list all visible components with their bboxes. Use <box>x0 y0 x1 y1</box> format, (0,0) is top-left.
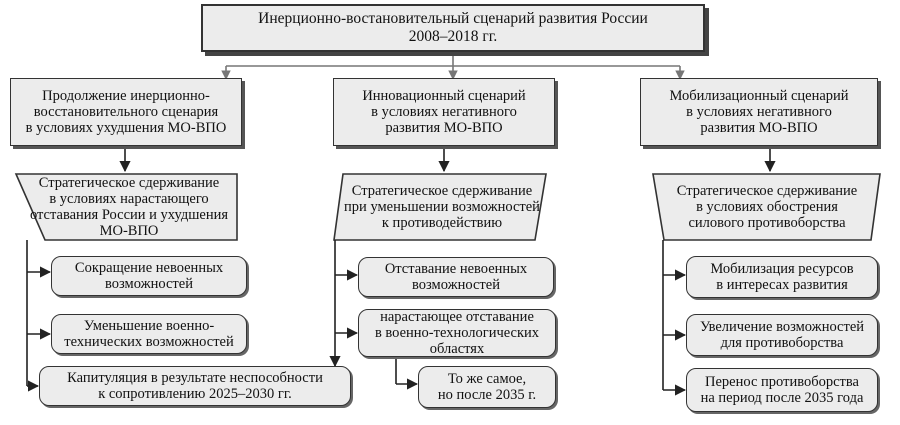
outcome-line: возможностей <box>412 277 500 293</box>
outcome-line: Капитуляция в результате неспособности <box>67 370 323 386</box>
scenario-3-line: развития МО-ВПО <box>700 120 818 136</box>
strategy-2-line: к противодействию <box>381 215 503 231</box>
strategy-2-line: Стратегическое сдерживание <box>351 183 533 199</box>
scenario-2-line: развития МО-ВПО <box>385 120 503 136</box>
outcome-line: Уменьшение военно- <box>83 318 215 334</box>
outcome-line: То же самое, <box>447 371 527 387</box>
outcome-nonmilitary-reduction: Сокращение невоенных возможностей <box>51 256 247 296</box>
strategy-2-line: при уменьшении возможностей <box>344 199 540 215</box>
strategy-shape-3 <box>652 173 881 241</box>
column2-branches <box>329 240 419 390</box>
scenario-1-line: в условиях ухудшения МО-ВПО <box>25 120 227 136</box>
outcome-line: в военно-технологических <box>374 325 540 341</box>
strategy-1-line: МО-ВПО <box>99 223 159 239</box>
column1-branches <box>26 240 52 392</box>
scenario-3-line: Мобилизационный сценарий <box>669 88 849 104</box>
scenario-box-innovation: Инновационный сценарий в условиях негати… <box>333 78 555 146</box>
top-connectors <box>221 52 685 80</box>
strategy-1-line: в условиях нарастающего <box>49 191 209 207</box>
strategy-3-line: в условиях обострения <box>696 199 838 215</box>
strategy-shape-2 <box>333 173 547 241</box>
strategy-deterrence-3: Стратегическое сдерживание в условиях об… <box>658 175 876 239</box>
outcome-line: нарастающее отставание <box>380 309 534 325</box>
strategy-3-line: Стратегическое сдерживание <box>676 183 858 199</box>
outcome-nonmilitary-lag: Отставание невоенных возможностей <box>358 257 554 297</box>
scenario-box-continuation: Продолжение инерционно- восстановительно… <box>10 78 242 146</box>
outcome-line: областях <box>429 341 485 357</box>
outcome-line: но после 2035 г. <box>437 387 537 403</box>
outcome-line: Сокращение невоенных <box>74 260 224 276</box>
outcome-same-after-2035: То же самое, но после 2035 г. <box>418 366 556 408</box>
strategy-1-line: отставания России и ухудшения <box>29 207 229 223</box>
outcome-line: для противоборства <box>720 335 844 351</box>
outcome-confrontation-postponed: Перенос противоборства на период после 2… <box>686 368 878 412</box>
main-scenario-box: Инерционно-востановительный сценарий раз… <box>201 4 705 52</box>
outcome-resource-mobilization: Мобилизация ресурсов в интересах развити… <box>686 256 878 298</box>
strategy-3-line: силового противоборства <box>688 215 846 231</box>
outcome-confrontation-capacity: Увеличение возможностей для противоборст… <box>686 314 878 356</box>
strategy-shape-1 <box>14 173 238 241</box>
scenario-3-line: в условиях негативного <box>686 104 832 120</box>
scenario-2-line: Инновационный сценарий <box>362 88 526 104</box>
outcome-military-tech-lag: нарастающее отставание в военно-технолог… <box>358 309 556 357</box>
outcome-line: Отставание невоенных <box>384 261 528 277</box>
outcome-line: Мобилизация ресурсов <box>710 261 854 277</box>
outcome-line: возможностей <box>105 276 193 292</box>
outcome-capitulation: Капитуляция в результате неспособности к… <box>39 366 351 406</box>
outcome-line: в интересах развития <box>716 277 848 293</box>
main-scenario-period: 2008–2018 гг. <box>408 28 498 45</box>
main-scenario-title: Инерционно-востановительный сценарий раз… <box>258 10 648 27</box>
scenario-2-line: в условиях негативного <box>371 104 517 120</box>
strategy-deterrence-1: Стратегическое сдерживание в условиях на… <box>22 175 236 239</box>
column3-branches <box>662 240 687 396</box>
scenario-box-mobilization: Мобилизационный сценарий в условиях нега… <box>640 78 878 146</box>
outcome-line: Увеличение возможностей <box>699 319 865 335</box>
scenario-strategy-arrows <box>119 148 776 173</box>
outcome-line: технических возможностей <box>64 334 234 350</box>
strategy-deterrence-2: Стратегическое сдерживание при уменьшени… <box>340 175 544 239</box>
scenario-1-line: Продолжение инерционно- <box>42 88 210 104</box>
outcome-line: к сопротивлению 2025–2030 гг. <box>98 386 292 402</box>
scenario-1-line: восстановительного сценария <box>33 104 219 120</box>
strategy-1-line: Стратегическое сдерживание <box>38 175 220 191</box>
outcome-military-tech-decrease: Уменьшение военно- технических возможнос… <box>51 314 247 354</box>
outcome-line: Перенос противоборства <box>705 374 859 390</box>
outcome-line: на период после 2035 года <box>700 390 864 406</box>
strategy-shapes <box>14 173 881 241</box>
